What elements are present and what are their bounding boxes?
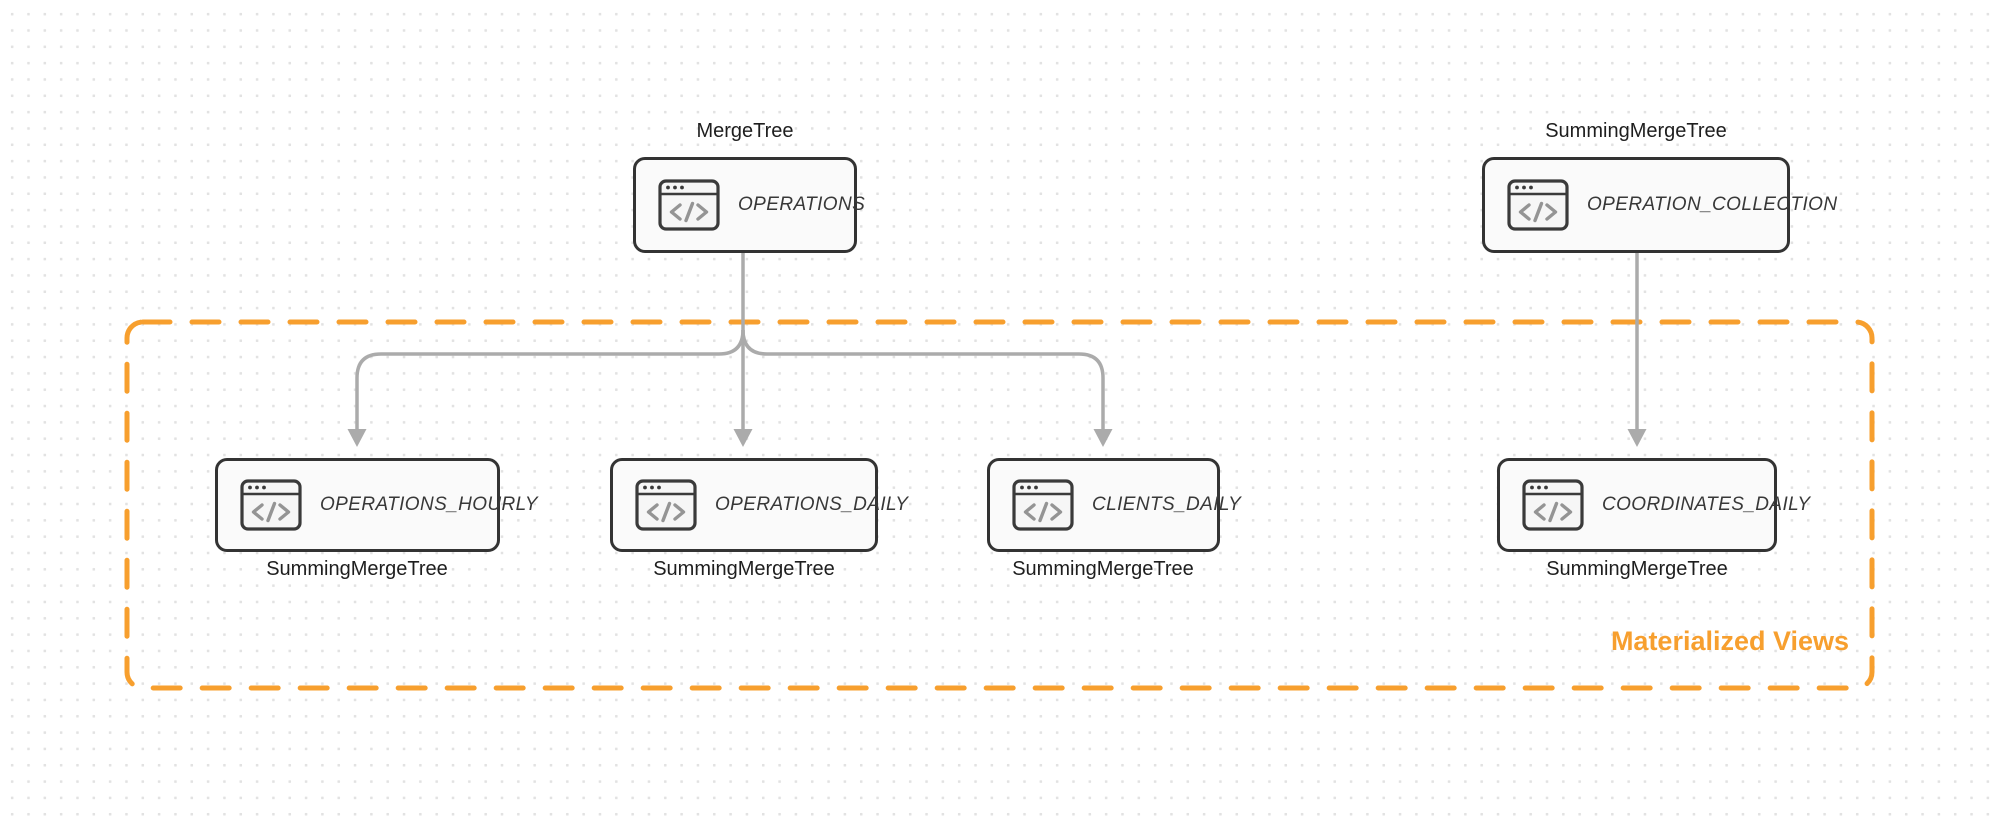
code-window-icon (240, 479, 302, 531)
code-window-icon (658, 179, 720, 231)
engine-label-coordinates-daily: SummingMergeTree (1546, 558, 1728, 580)
materialized-views-label: Materialized Views (1610, 626, 1850, 656)
table-name-operations-hourly: OPERATIONS_HOURLY (320, 494, 538, 515)
node-coordinates-daily: COORDINATES_DAILY (1497, 458, 1810, 552)
edge-operations-to-operations-hourly (355, 329, 745, 431)
table-name-operation-collection: OPERATION_COLLECTION (1587, 194, 1838, 215)
node-operations-hourly: OPERATIONS_HOURLY (215, 458, 538, 552)
code-window-icon (635, 479, 697, 531)
node-operations: OPERATIONS (633, 157, 865, 253)
code-window-icon (1507, 179, 1569, 231)
node-clients-daily: CLIENTS_DAILY (987, 458, 1241, 552)
engine-label-operations-hourly: SummingMergeTree (266, 558, 448, 580)
arrowhead-operations-hourly (347, 429, 367, 447)
edge-operations-to-clients-daily (741, 329, 1105, 431)
engine-label-clients-daily: SummingMergeTree (1012, 558, 1194, 580)
engine-label-operations-daily: SummingMergeTree (653, 558, 835, 580)
table-name-operations-daily: OPERATIONS_DAILY (715, 494, 909, 515)
table-name-coordinates-daily: COORDINATES_DAILY (1602, 494, 1811, 515)
code-window-icon (1012, 479, 1074, 531)
code-window-icon (1522, 479, 1584, 531)
node-operation-collection: OPERATION_COLLECTION (1482, 157, 1837, 253)
arrowhead-clients-daily (1093, 429, 1113, 447)
engine-label-operations: MergeTree (696, 120, 794, 142)
node-operations-daily: OPERATIONS_DAILY (610, 458, 908, 552)
table-name-operations: OPERATIONS (738, 194, 866, 215)
engine-label-operation-collection: SummingMergeTree (1545, 120, 1727, 142)
table-name-clients-daily: CLIENTS_DAILY (1092, 494, 1242, 515)
arrowhead-coordinates-daily (1627, 429, 1647, 447)
arrowhead-operations-daily (733, 429, 753, 447)
